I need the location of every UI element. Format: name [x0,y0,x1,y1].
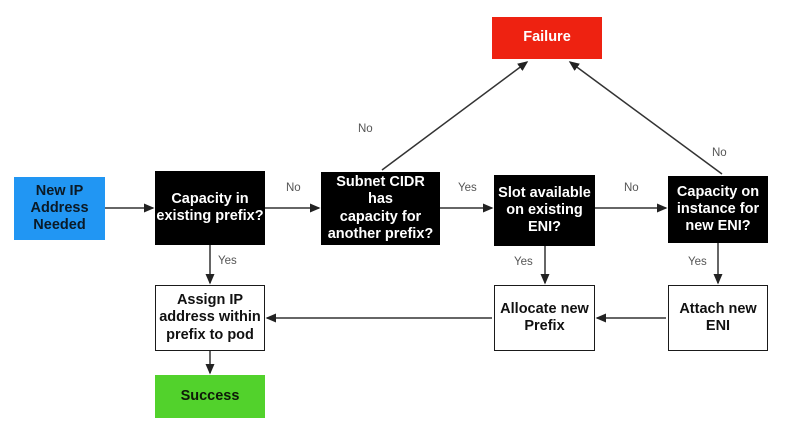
node-subnet-cidr-has-capacity[interactable]: Subnet CIDR has capacity for another pre… [321,172,440,245]
edge-label-capacity-instance-yes-to-attach: Yes [688,256,707,268]
edge-subnet-no-to-failure [381,61,529,171]
edge-label-capacity-no-to-subnet: No [286,182,301,194]
node-slot-available-on-existing-eni[interactable]: Slot available on existing ENI? [494,175,595,246]
node-assign-ip-address-within-prefix-to-pod[interactable]: Assign IP address within prefix to pod [155,285,265,351]
node-success[interactable]: Success [155,375,265,418]
edge-label-subnet-no-to-failure: No [358,123,373,135]
node-failure[interactable]: Failure [492,17,602,59]
edge-capacity-instance-no-to-failure [568,61,723,175]
node-allocate-new-prefix[interactable]: Allocate new Prefix [494,285,595,351]
node-new-ip-address-needed[interactable]: New IP Address Needed [14,177,105,240]
edge-label-slot-yes-to-allocate: Yes [514,256,533,268]
node-capacity-on-instance-for-new-eni[interactable]: Capacity on instance for new ENI? [668,176,768,243]
edge-label-slot-no-to-capacity-instance: No [624,182,639,194]
node-capacity-in-existing-prefix[interactable]: Capacity in existing prefix? [155,171,265,245]
edge-label-capacity-yes-to-assign: Yes [218,255,237,267]
edge-label-subnet-yes-to-slot: Yes [458,182,477,194]
node-attach-new-eni[interactable]: Attach new ENI [668,285,768,351]
edge-label-capacity-instance-no-to-failure: No [712,147,727,159]
